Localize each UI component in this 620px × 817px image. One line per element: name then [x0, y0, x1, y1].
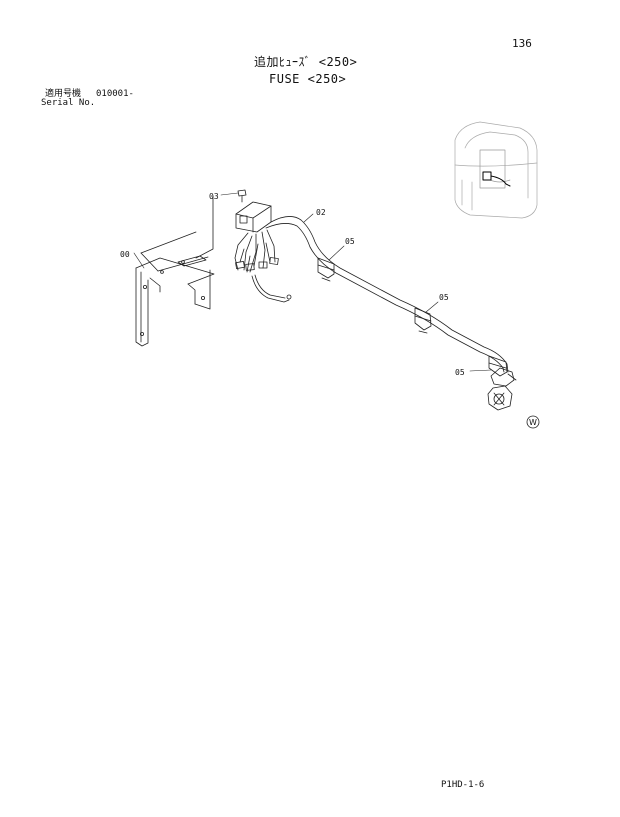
serial-label-english: Serial No.: [41, 98, 96, 108]
clip-2: [414, 307, 432, 334]
page-title-japanese: 追加ﾋｭｰｽﾞ <250>: [254, 55, 358, 69]
mounting-bracket: [135, 195, 215, 347]
callout-05-first: 05: [345, 237, 355, 246]
callout-05-third: 05: [455, 368, 465, 377]
wire-harness: [234, 216, 509, 373]
cab-locator-view: [454, 121, 538, 219]
svg-text:W: W: [529, 418, 537, 427]
serial-range: 010001-: [96, 89, 134, 99]
callout-05-second: 05: [439, 293, 449, 302]
leader-lines: [133, 192, 492, 372]
locator-harness-highlight: [482, 171, 511, 187]
fuse-box: [235, 201, 272, 233]
serial-label-japanese: 適用号機: [45, 89, 82, 99]
callout-03: 03: [209, 192, 219, 201]
clip-3: [488, 355, 508, 377]
page-number: 136: [512, 37, 532, 50]
clip-1: [317, 257, 335, 282]
page-title-english: FUSE <250>: [269, 72, 347, 86]
page-code: P1HD-1-6: [441, 780, 485, 790]
circled-w-symbol: W: [526, 415, 540, 429]
screw: [237, 189, 247, 203]
callout-02: 02: [316, 208, 326, 217]
callout-00: 00: [120, 250, 130, 259]
harness-connector: [487, 367, 517, 411]
